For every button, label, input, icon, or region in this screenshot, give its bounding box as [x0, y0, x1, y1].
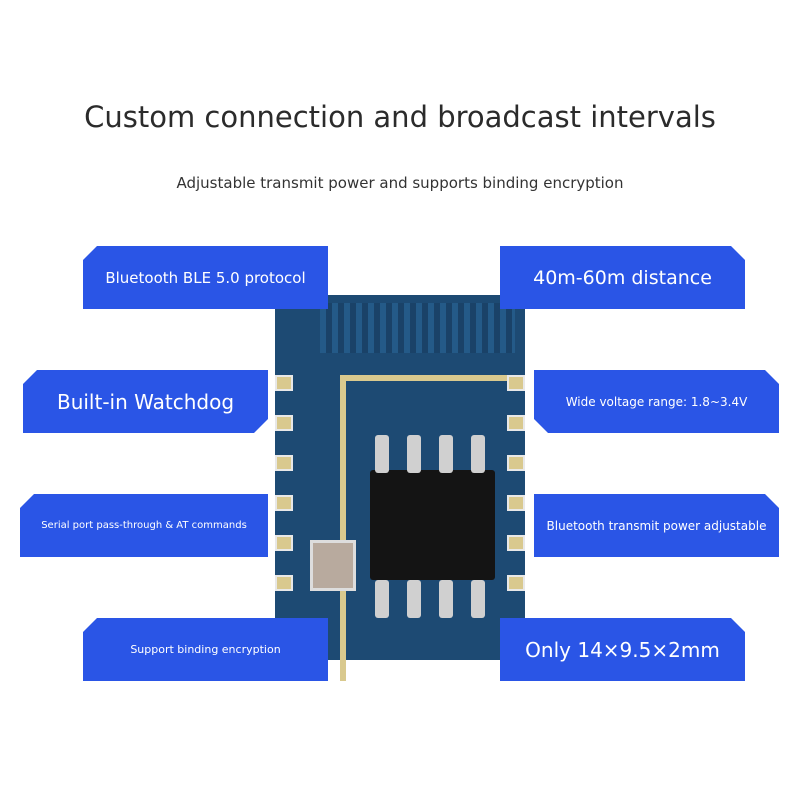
page-title: Custom connection and broadcast interval… [84, 100, 716, 134]
pad [507, 575, 525, 591]
gold-trace [340, 375, 516, 681]
feature-voltage: Wide voltage range: 1.8~3.4V [534, 370, 779, 433]
pad [275, 375, 293, 391]
feature-transmit-power: Bluetooth transmit power adjustable [534, 494, 779, 557]
chip-pin [471, 435, 485, 473]
chip-pin [375, 435, 389, 473]
feature-binding-encryption: Support binding encryption [83, 618, 328, 681]
chip-pin [375, 580, 389, 618]
pad [507, 535, 525, 551]
bluetooth-module-image [275, 295, 525, 681]
chip [370, 470, 495, 580]
pad [275, 415, 293, 431]
feature-watchdog: Built-in Watchdog [23, 370, 268, 433]
page-subtitle: Adjustable transmit power and supports b… [176, 174, 624, 192]
feature-distance: 40m-60m distance [500, 246, 745, 309]
chip-pin [439, 435, 453, 473]
crystal [310, 540, 356, 591]
antenna-trace [320, 303, 515, 353]
chip-pin [407, 435, 421, 473]
feature-serial-at: Serial port pass-through & AT commands [20, 494, 268, 557]
pad [275, 455, 293, 471]
feature-size: Only 14×9.5×2mm [500, 618, 745, 681]
pad [275, 575, 293, 591]
pad [275, 495, 293, 511]
chip-pin [439, 580, 453, 618]
chip-pin [407, 580, 421, 618]
feature-ble-protocol: Bluetooth BLE 5.0 protocol [83, 246, 328, 309]
chip-pin [471, 580, 485, 618]
pad [507, 455, 525, 471]
pad [507, 495, 525, 511]
pad [275, 535, 293, 551]
pad [507, 415, 525, 431]
pad [507, 375, 525, 391]
